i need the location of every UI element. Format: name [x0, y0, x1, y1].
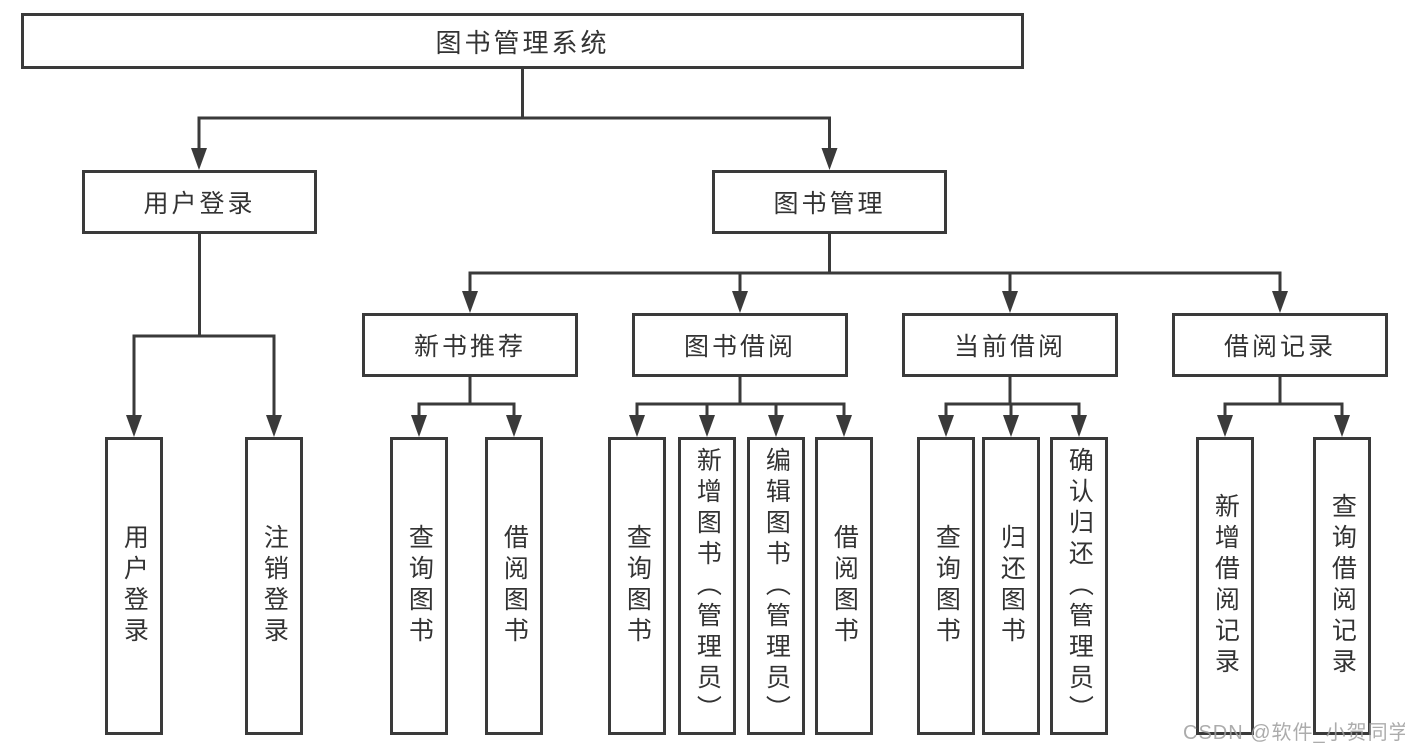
connector-user-login-to-leaves — [126, 234, 282, 437]
connector-new-book-rec-to-leaves — [411, 377, 522, 437]
leaf-query-books-2: 查询图书 — [608, 437, 666, 735]
node-root-system: 图书管理系统 — [21, 13, 1024, 69]
leaf-query-books-1: 查询图书 — [390, 437, 448, 735]
node-label: 用户登录 — [143, 190, 256, 218]
node-label: 新增借阅记录 — [1211, 493, 1240, 679]
leaf-return-books: 归还图书 — [982, 437, 1040, 735]
node-label: 查询图书 — [932, 524, 961, 648]
node-label: 图书管理系统 — [435, 27, 610, 58]
connector-book-mgmt-to-level3 — [462, 234, 1288, 313]
node-label: 查询图书 — [623, 524, 652, 648]
node-label: 确认归还（管理员） — [1065, 446, 1094, 726]
node-label: 查询图书 — [405, 524, 434, 648]
node-label: 归还图书 — [997, 524, 1026, 648]
node-user-login: 用户登录 — [82, 170, 317, 234]
node-label: 新增图书（管理员） — [693, 446, 722, 726]
csdn-watermark: CSDN @软件_小贺同学 — [1183, 722, 1405, 744]
leaf-confirm-return-admin: 确认归还（管理员） — [1050, 437, 1108, 735]
connector-borrow-records-to-leaves — [1217, 377, 1350, 437]
node-book-borrowing: 图书借阅 — [632, 313, 848, 377]
node-new-book-recommendation: 新书推荐 — [362, 313, 578, 377]
node-label: 借阅记录 — [1223, 333, 1336, 361]
node-book-management: 图书管理 — [712, 170, 947, 234]
leaf-borrow-books-2: 借阅图书 — [815, 437, 873, 735]
leaf-edit-books-admin: 编辑图书（管理员） — [747, 437, 805, 735]
leaf-query-borrow-record: 查询借阅记录 — [1313, 437, 1371, 735]
leaf-user-login: 用户登录 — [105, 437, 163, 735]
node-label: 用户登录 — [120, 524, 149, 648]
node-label: 新书推荐 — [413, 333, 526, 361]
leaf-query-books-3: 查询图书 — [917, 437, 975, 735]
node-current-borrowing: 当前借阅 — [902, 313, 1118, 377]
node-label: 当前借阅 — [953, 333, 1066, 361]
node-label: 图书管理 — [773, 190, 886, 218]
connector-current-borrow-to-leaves — [938, 377, 1087, 437]
node-label: 编辑图书（管理员） — [762, 446, 791, 726]
node-label: 注销登录 — [260, 524, 289, 648]
node-label: 借阅图书 — [830, 524, 859, 648]
node-label: 借阅图书 — [500, 524, 529, 648]
connector-book-borrow-to-leaves — [629, 377, 852, 437]
leaf-borrow-books-1: 借阅图书 — [485, 437, 543, 735]
leaf-add-borrow-record: 新增借阅记录 — [1196, 437, 1254, 735]
node-label: 图书借阅 — [683, 333, 796, 361]
node-borrowing-records: 借阅记录 — [1172, 313, 1388, 377]
leaf-logout: 注销登录 — [245, 437, 303, 735]
connector-root-to-level2 — [191, 69, 838, 170]
leaf-add-books-admin: 新增图书（管理员） — [678, 437, 736, 735]
node-label: 查询借阅记录 — [1328, 493, 1357, 679]
